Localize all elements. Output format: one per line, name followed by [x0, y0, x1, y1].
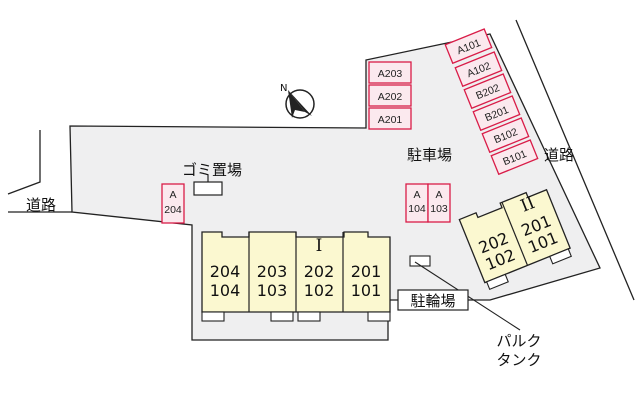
unit-label: 101: [351, 281, 382, 300]
unit-label: 203: [257, 262, 288, 281]
building-two: II 202 102 201 101: [458, 188, 572, 290]
parking-stall: [454, 51, 503, 88]
parking-stall: [444, 28, 493, 65]
bicycle-parking: [397, 289, 469, 311]
unit-entrance: [201, 311, 225, 322]
garbage-station: [193, 181, 223, 196]
building-one-numeral: I: [316, 236, 323, 256]
parking-stall-a204: A 204: [161, 183, 185, 224]
parking-stall: [161, 183, 185, 224]
road-lines: [7, 19, 635, 301]
parking-group-b: B201: [472, 95, 521, 132]
parking-stall: [463, 73, 512, 110]
parking-area-label: 駐車場: [407, 146, 452, 164]
parking-stall: [368, 61, 412, 84]
building-one: I 204 104 203 103 202 102 201 101: [201, 231, 391, 322]
road-label-left: 道路: [26, 196, 56, 214]
parking-group-b: A101: [444, 28, 493, 65]
parking-group-b: A102: [454, 51, 503, 88]
garbage-area-label: ゴミ置場: [182, 161, 242, 179]
parking-stall-label-top: A: [435, 189, 442, 201]
road-label-right: 道路: [544, 146, 574, 164]
unit-entrance: [549, 248, 572, 265]
parking-stall: [472, 95, 521, 132]
parking-group-b: B202: [463, 73, 512, 110]
parking-stall-label-bottom: 104: [408, 203, 426, 215]
north-arrow-icon: N: [280, 83, 315, 119]
parking-group-a: A203 A202 A201: [368, 61, 412, 130]
parking-stall-label-bottom: 103: [430, 203, 448, 215]
parking-stall: [368, 107, 412, 130]
parking-stall: [427, 183, 451, 223]
unit-label: 201: [351, 262, 382, 281]
unit-label: 104: [210, 281, 241, 300]
bicycle-parking-label: 駐輪場: [410, 292, 455, 310]
parking-stall-label-top: A: [413, 189, 420, 201]
tank-label-line2: タンク: [496, 351, 541, 369]
unit-label: 204: [210, 262, 241, 281]
unit-label: 103: [257, 281, 288, 300]
parking-stall-label: A202: [378, 91, 403, 103]
building-two-outline: [458, 188, 571, 284]
parking-group-b: B102: [481, 117, 530, 154]
unit-entrance: [270, 311, 294, 322]
parking-stall-label: A201: [378, 114, 403, 126]
parking-group-b: B101: [490, 139, 539, 176]
unit-entrance: [367, 311, 391, 322]
unit-label: 202: [304, 262, 335, 281]
parking-stall: [481, 117, 530, 154]
compass-n-label: N: [280, 83, 287, 94]
parking-pair: A 104 A 103: [405, 183, 451, 223]
parking-stall: [368, 84, 412, 107]
unit-label: 102: [304, 281, 335, 300]
tank-label-line1: パルク: [496, 332, 541, 350]
gas-tank-box: [409, 255, 431, 267]
parking-stall: [490, 139, 539, 176]
unit-entrance: [297, 311, 321, 322]
parking-stall-label-top: A: [169, 189, 176, 201]
parking-stall-label: A203: [378, 68, 403, 80]
unit-entrance: [485, 273, 509, 290]
parking-stall-label-bottom: 204: [164, 204, 182, 216]
